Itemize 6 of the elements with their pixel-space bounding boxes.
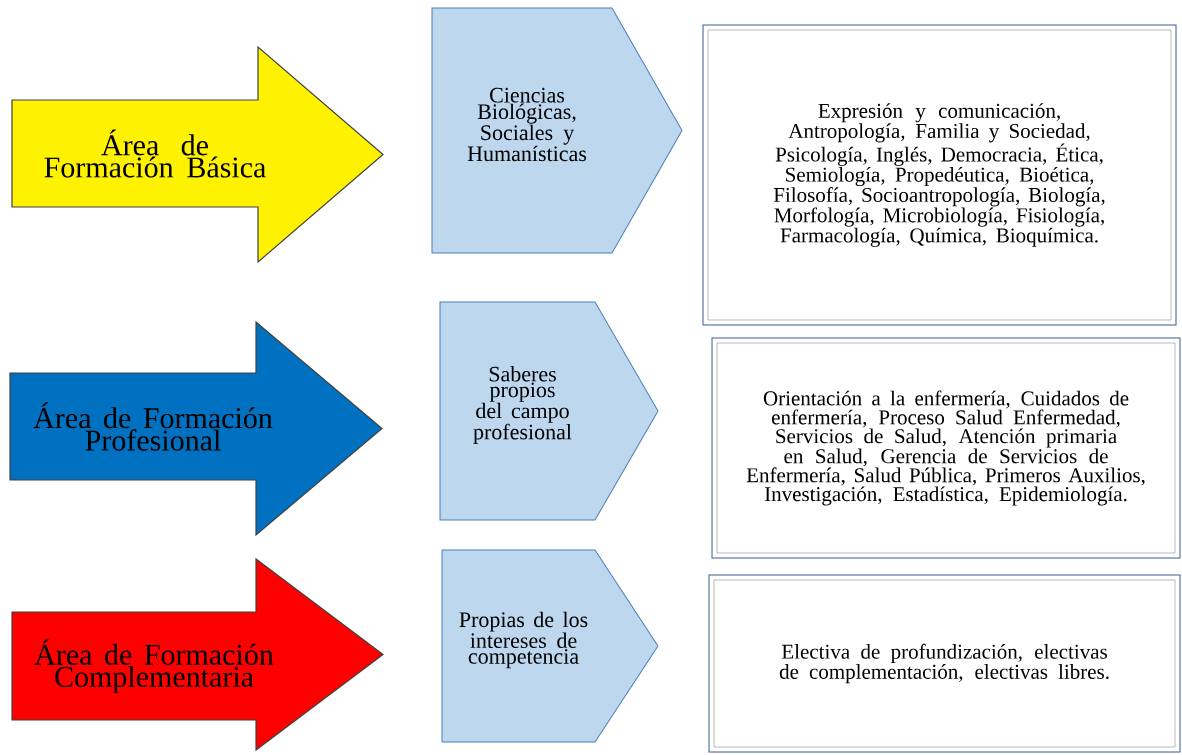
text-box: Expresión y comunicación, Antropología, Familia y Sociedad, Psicología, Inglés, Democracia, Ética, Semiología, Propedéutica, Bioética, Filosofía, Socioantropología, Biología, Morfología, Microbiología, Fisiología, Farmacología, Química, Bioquímica. <box>702 24 1177 326</box>
text-box: Orientación a la enfermería, Cuidados de enfermería, Proceso Salud Enfermedad, Servicios de Salud, Atención primaria en Salud, Gerencia de Servicios de Enfermería, Salud Pública, Primeros Auxilios, Investigación, Estadística, Epidemiología. <box>711 337 1181 559</box>
text-box: Electiva de profundización, electivas de complementación, electivas libres. <box>708 574 1181 753</box>
chevron-box: Saberes propios del campo profesional <box>439 301 659 521</box>
chevron-box: Propias de los intereses de competencia <box>441 549 659 743</box>
chevron-box: Ciencias Biológicas, Sociales y Humanísticas <box>431 7 683 254</box>
